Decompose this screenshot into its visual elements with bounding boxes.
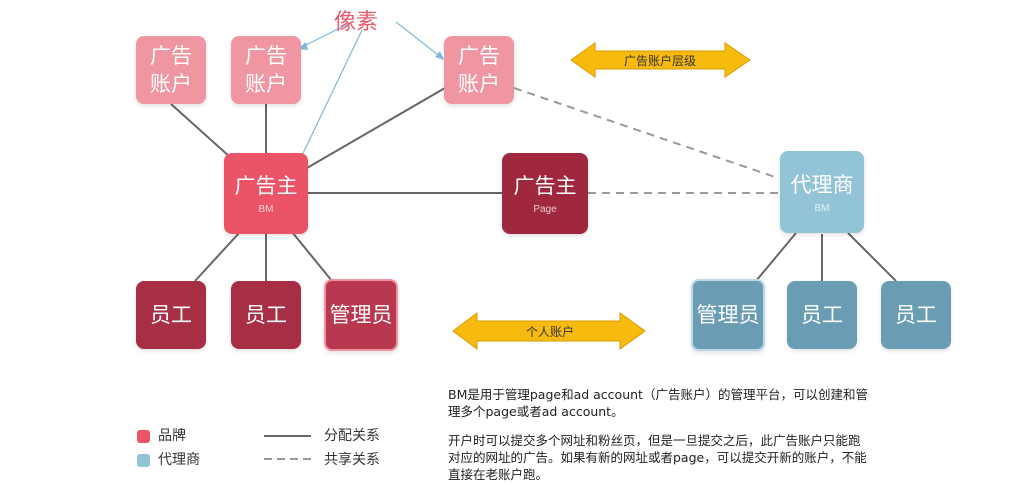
legend-shared-label: 共享关系: [324, 452, 380, 468]
personal-account-label: 个人账户: [525, 325, 574, 339]
legend-agency-swatch: [137, 454, 150, 467]
advertiser-page-title: 广告主: [513, 174, 577, 198]
brand-staff-node: 员工: [231, 281, 301, 349]
ad-account-node: 广告 账户: [444, 36, 514, 104]
pixel-arrowhead-2: [435, 51, 444, 60]
shared-link-acct3-agency: [513, 87, 779, 179]
note-paragraph-1: BM是用于管理page和ad account（广告账户）的管理平台，可以创建和管…: [448, 387, 868, 419]
agency-bm-sub: BM: [814, 202, 830, 214]
advertiser-bm-node: 广告主 BM: [224, 153, 308, 234]
pixel-pointer-1: [299, 21, 353, 49]
agency-staff-label: 员工: [801, 303, 843, 327]
agency-bm-node: 代理商 BM: [780, 151, 864, 233]
brand-staff-label: 员工: [245, 303, 287, 327]
advertiser-bm-sub: BM: [258, 204, 274, 215]
note-paragraph-2: 开户时可以提交多个网址和粉丝页，但是一旦提交之后，此广告账户只能跑对应的网址的广…: [448, 433, 867, 482]
ad-account-line1: 广告: [458, 44, 500, 68]
brand-staff-node: 员工: [136, 281, 206, 349]
ad-account-line1: 广告: [245, 44, 287, 68]
agency-staff-node: 员工: [787, 281, 857, 349]
agency-bm-title: 代理商: [790, 172, 854, 197]
ad-account-line2: 账户: [150, 72, 192, 96]
link-bm-admin: [291, 231, 333, 282]
advertiser-page-node: 广告主 Page: [502, 153, 588, 234]
brand-admin-label: 管理员: [329, 303, 393, 327]
ad-account-line2: 账户: [458, 72, 500, 96]
pixel-label: 像素: [334, 10, 379, 35]
pixel-pointer-2: [395, 21, 443, 59]
brand-admin-node: 管理员: [324, 279, 398, 351]
pixel-pointer-3: [295, 29, 363, 169]
legend-brand-label: 品牌: [158, 428, 186, 444]
legend-brand-swatch: [137, 430, 150, 443]
agency-admin-label: 管理员: [696, 303, 760, 327]
ad-account-line1: 广告: [150, 44, 192, 68]
link-agency-staff2: [847, 232, 897, 282]
ad-account-line2: 账户: [245, 72, 287, 96]
agency-admin-node: 管理员: [691, 279, 765, 351]
legend-allocation-label: 分配关系: [324, 428, 380, 444]
brand-staff-label: 员工: [150, 303, 192, 327]
ad-account-level-label: 广告账户层级: [623, 54, 696, 68]
link-agency-admin: [755, 232, 797, 282]
personal-account-arrow: [452, 312, 646, 350]
advertiser-bm-title: 广告主: [234, 174, 298, 198]
advertiser-page-sub: Page: [533, 204, 557, 215]
link-bm-staff1: [194, 231, 241, 282]
agency-staff-label: 员工: [895, 303, 937, 327]
legend-agency-label: 代理商: [158, 452, 200, 468]
link-acct3-bm: [299, 87, 446, 173]
ad-account-node: 广告 账户: [136, 36, 206, 104]
ad-account-level-arrow: [570, 42, 751, 78]
ad-account-node: 广告 账户: [231, 36, 301, 104]
agency-staff-node: 员工: [881, 281, 951, 349]
